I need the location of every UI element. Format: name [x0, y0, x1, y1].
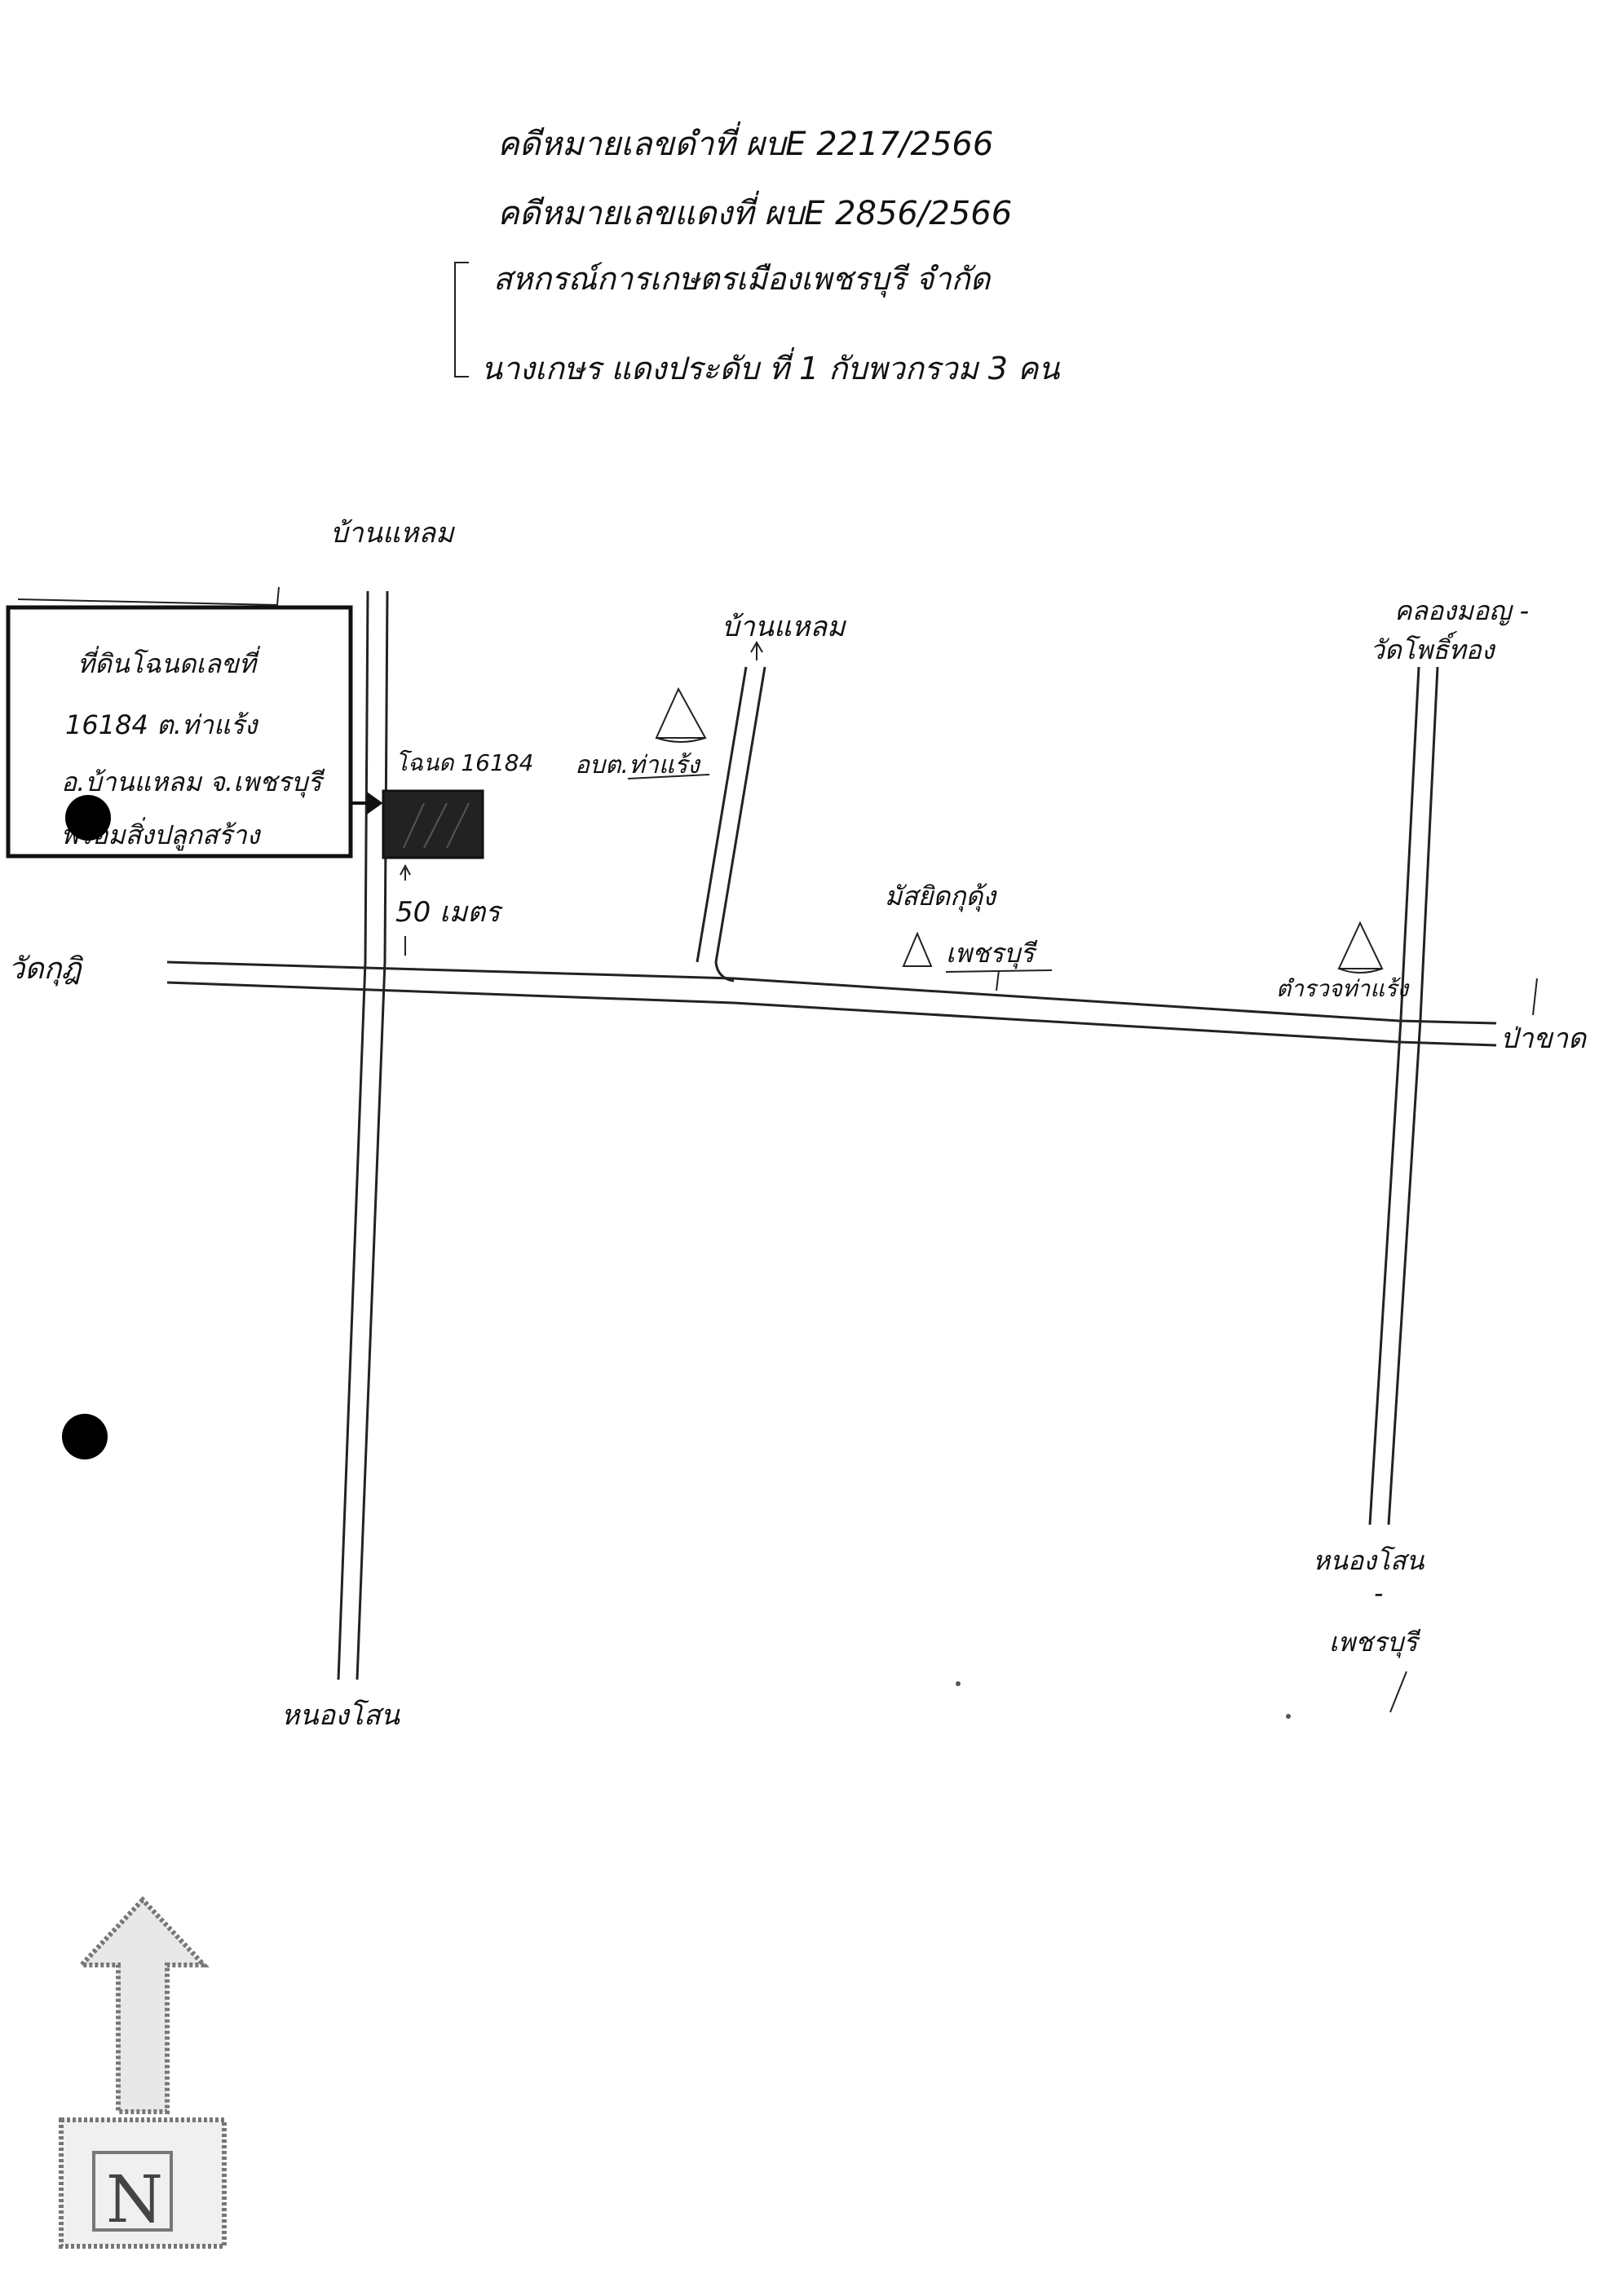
road-left-vertical-b	[356, 590, 389, 1680]
land-plot: โฉนด 16184 50 เมตร	[382, 749, 533, 956]
land-box-line1: ที่ดินโฉนดเลขที่	[77, 646, 261, 679]
case-header: คดีหมายเลขดำที่ ผบE 2217/2566 คดีหมายเลข…	[454, 121, 1060, 386]
plot-hatch	[403, 802, 470, 849]
landmark-left: อบต.ท่าแร้ง	[575, 687, 710, 779]
header-plaintiff: สหกรณ์การเกษตรเมืองเพชรบุรี จำกัด	[493, 261, 992, 298]
label-road-south-right-tick	[1389, 1671, 1407, 1713]
triangle-icon	[1337, 921, 1384, 974]
underline-temple-mid	[945, 969, 1053, 991]
label-distance: 50 เมตร	[395, 896, 503, 929]
label-plot-id: โฉนด 16184	[395, 749, 533, 776]
road-horizontal-a	[166, 960, 1497, 1025]
north-arrow-box	[59, 2117, 227, 2249]
north-arrow-shape	[76, 1896, 210, 2114]
roads	[166, 590, 1497, 1680]
label-road-west: วัดกุฎิ	[8, 952, 84, 987]
road-horizontal-b	[166, 981, 1497, 1047]
header-defendant: นางเกษร แดงประดับ ที่ 1 กับพวกรวม 3 คน	[481, 347, 1060, 386]
header-bracket	[454, 262, 469, 378]
north-arrow-letter-box	[92, 2151, 173, 2232]
stray-dot	[1286, 1714, 1291, 1719]
land-box-line3: อ.บ้านแหลม จ.เพชรบุรี	[61, 766, 325, 798]
triangle-icon	[655, 687, 707, 743]
label-road-east-tick	[1532, 978, 1538, 1016]
label-road-south-right-3: เพชรบุรี	[1329, 1627, 1420, 1658]
label-temple-right: ตำรวจท่าแร้ง	[1276, 975, 1410, 1002]
landmark-mid: มัสยิดกุดุ้ง เพชรบุรี	[885, 881, 1053, 991]
land-box-line2: 16184 ต.ท่าแร้ง	[65, 709, 259, 740]
land-box-top-line	[17, 586, 280, 607]
north-arrow: N	[59, 1896, 227, 2249]
underline-temple-left	[627, 774, 710, 779]
header-black-case-number: คดีหมายเลขดำที่ ผบE 2217/2566	[497, 121, 993, 163]
label-road-north-right-1: คลองมอญ -	[1394, 595, 1529, 626]
punch-hole-top	[65, 795, 111, 841]
land-box-arrow	[351, 792, 383, 815]
header-red-case-number: คดีหมายเลขแดงที่ ผบE 2856/2566	[497, 190, 1012, 232]
label-road-south-right-2: -	[1374, 1578, 1384, 1609]
landmark-right: ตำรวจท่าแร้ง	[1276, 921, 1410, 1002]
plot-rectangle	[382, 789, 484, 859]
label-temple-mid-1: มัสยิดกุดุ้ง	[885, 881, 997, 912]
road-mid-vertical-b	[714, 666, 766, 982]
label-road-east: ป่าขาด	[1500, 1022, 1588, 1055]
label-temple-mid-2: เพชรบุรี	[946, 938, 1037, 969]
punch-hole-bottom	[62, 1414, 108, 1459]
triangle-icon	[902, 931, 933, 967]
label-road-north-left: บ้านแหลม	[330, 517, 455, 550]
label-road-north-right-2: วัดโพธิ์ทอง	[1370, 631, 1496, 665]
label-temple-left: อบต.ท่าแร้ง	[575, 751, 701, 779]
label-road-south-right-1: หนองโสน	[1313, 1545, 1425, 1576]
road-right-vertical-b	[1387, 666, 1439, 1526]
land-box-frame	[6, 605, 353, 859]
label-road-south-left: หนองโสน	[281, 1699, 400, 1732]
label-road-north-mid: บ้านแหลม	[722, 611, 846, 643]
road-left-vertical-a	[337, 590, 369, 1680]
distance-arrow	[400, 863, 411, 881]
road-right-vertical-a	[1368, 666, 1420, 1526]
north-arrow-letter: N	[106, 2161, 163, 2237]
stray-dot	[956, 1681, 961, 1686]
land-info-box: ที่ดินโฉนดเลขที่ 16184 ต.ท่าแร้ง อ.บ้านแ…	[6, 586, 383, 859]
road-mid-vertical-a	[696, 666, 748, 963]
arrow-north-mid	[750, 641, 763, 660]
